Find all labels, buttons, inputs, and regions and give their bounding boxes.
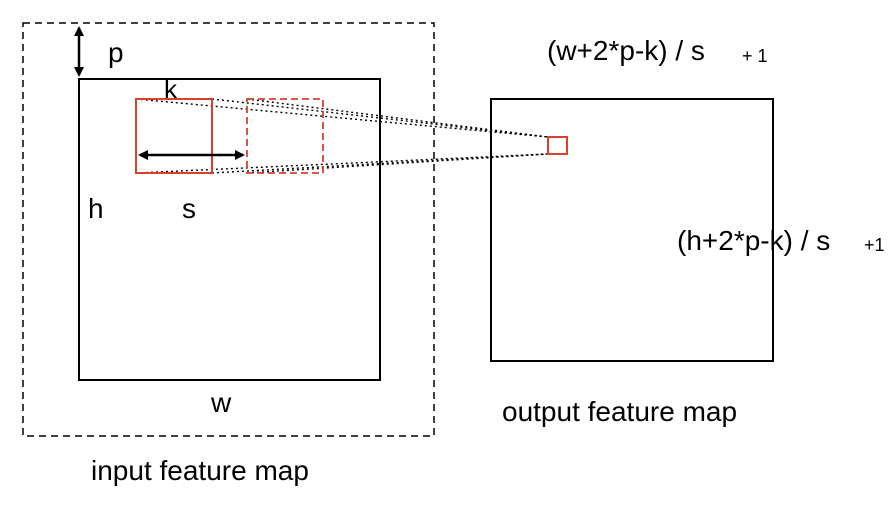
output-caption: output feature map xyxy=(502,396,737,427)
output-height-formula-suffix: +1 xyxy=(864,235,885,255)
output-cell xyxy=(547,136,568,155)
projection-lines xyxy=(135,98,549,174)
input-feature-map xyxy=(78,78,381,381)
padding-label: p xyxy=(108,37,124,68)
output-width-formula-suffix: + 1 xyxy=(742,46,768,66)
padded-input-boundary xyxy=(22,22,435,437)
width-label: w xyxy=(210,387,232,418)
output-feature-map xyxy=(490,98,774,362)
height-label: h xyxy=(88,193,104,224)
strided-kernel-window xyxy=(246,98,324,174)
stride-label: s xyxy=(182,193,196,224)
output-height-formula: (h+2*p-k) / s xyxy=(677,225,830,256)
kernel-window xyxy=(135,98,213,174)
input-caption: input feature map xyxy=(91,455,309,486)
output-width-formula: (w+2*p-k) / s xyxy=(547,35,705,66)
kernel-label: k xyxy=(164,74,178,104)
